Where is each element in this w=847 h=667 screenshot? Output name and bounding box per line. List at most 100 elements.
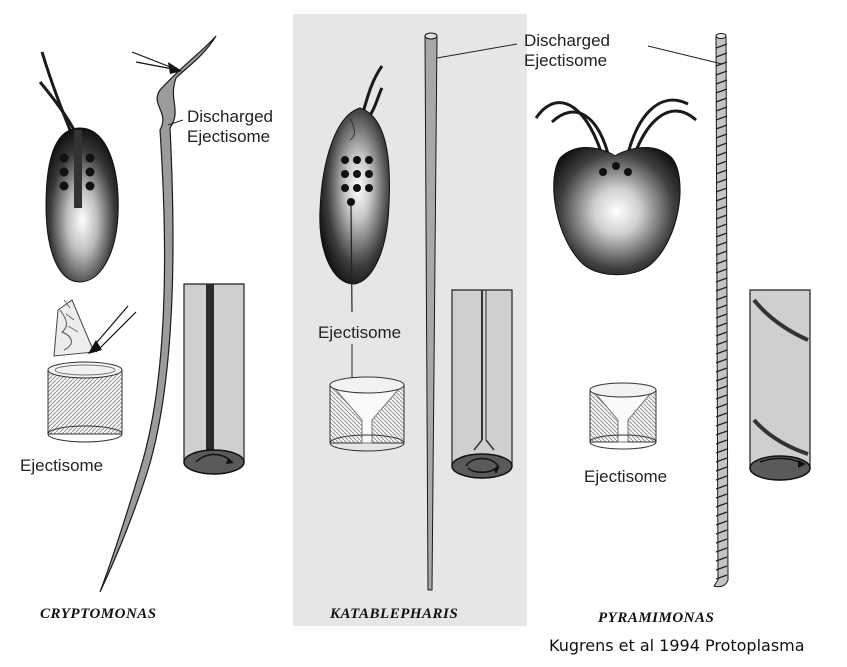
helix-stripe xyxy=(715,502,728,508)
helix-stripe xyxy=(715,520,728,526)
helix-stripe xyxy=(715,88,728,94)
helix-stripe xyxy=(715,160,728,166)
cryptomonas-genus-label: CRYPTOMONAS xyxy=(40,606,157,622)
helix-stripe xyxy=(715,511,728,517)
katablepharis-tube-detail xyxy=(451,289,513,479)
helix-stripe xyxy=(715,547,728,553)
helix-stripe xyxy=(715,79,728,85)
helix-stripe xyxy=(715,313,728,319)
helix-stripe xyxy=(715,241,728,247)
cryptomonas-tube-detail xyxy=(183,283,245,475)
pyramimonas-coiled-ejectisome xyxy=(589,382,657,450)
cryptomonas-cone-arrow-2 xyxy=(95,311,137,353)
helix-stripe xyxy=(715,97,728,103)
cryptomonas-cone-arrowhead xyxy=(88,340,102,354)
cryptomonas-ejectisome-dots xyxy=(59,153,95,191)
cryptomonas-cone-arrow-1 xyxy=(91,305,129,349)
cryptomonas-arrowhead xyxy=(168,62,182,74)
helix-stripe xyxy=(715,268,728,274)
helix-stripe xyxy=(715,466,728,472)
cryptomonas-cone-ejectisome xyxy=(53,299,95,357)
helix-stripe xyxy=(715,367,728,373)
helix-stripe xyxy=(715,430,728,436)
katablepharis-label-leader xyxy=(436,43,518,59)
cryptomonas-cell xyxy=(45,127,119,283)
helix-stripe xyxy=(715,394,728,400)
citation: Kugrens et al 1994 Protoplasma xyxy=(549,636,805,655)
helix-stripe xyxy=(715,277,728,283)
helix-stripe xyxy=(715,574,728,580)
helix-stripe xyxy=(715,304,728,310)
katablepharis-panel: Ejectisome KATABLEPHARIS xyxy=(318,32,518,622)
katablepharis-discharged-ejectisome xyxy=(424,32,438,591)
helix-stripe xyxy=(715,205,728,211)
helix-stripe xyxy=(715,187,728,193)
cryptomonas-label-leader xyxy=(167,119,184,126)
pyramimonas-ejectisome-label: Ejectisome xyxy=(584,467,667,486)
pyramimonas-panel: Ejectisome PYRAMIMONAS xyxy=(534,33,811,626)
helix-stripe xyxy=(715,250,728,256)
helix-stripe xyxy=(715,124,728,130)
pyramimonas-tube-detail xyxy=(749,289,811,481)
helix-stripe xyxy=(715,196,728,202)
helix-stripe xyxy=(715,232,728,238)
cryptomonas-flagellum-1 xyxy=(40,51,74,136)
helix-stripe xyxy=(715,133,728,139)
helix-stripe xyxy=(715,529,728,535)
helix-stripe xyxy=(715,295,728,301)
helix-stripe xyxy=(715,151,728,157)
cryptomonas-discharged-ejectisome xyxy=(99,35,217,593)
cryptomonas-coiled-ejectisome xyxy=(47,361,123,443)
katablepharis-ejectisome-dots xyxy=(341,156,373,206)
helix-stripe xyxy=(715,403,728,409)
helix-stripe xyxy=(715,70,728,76)
helix-stripe xyxy=(715,358,728,364)
cryptomonas-discharged-label-2: Ejectisome xyxy=(187,127,270,146)
helix-stripe xyxy=(715,475,728,481)
helix-stripe xyxy=(715,142,728,148)
pyramimonas-flagella xyxy=(534,98,698,163)
helix-stripe xyxy=(715,259,728,265)
helix-stripe xyxy=(715,457,728,463)
helix-stripe xyxy=(715,376,728,382)
helix-stripe xyxy=(715,349,728,355)
helix-stripe xyxy=(715,214,728,220)
helix-stripe xyxy=(715,331,728,337)
helix-stripe xyxy=(715,106,728,112)
katablepharis-genus-label: KATABLEPHARIS xyxy=(329,606,458,622)
helix-stripe xyxy=(715,115,728,121)
helix-stripe xyxy=(715,52,728,58)
helix-stripe xyxy=(715,484,728,490)
katablepharis-ejectisome-pointer xyxy=(350,205,353,313)
pyramimonas-label-leader xyxy=(647,45,723,65)
cryptomonas-ejectisome-label: Ejectisome xyxy=(20,456,103,475)
helix-stripe xyxy=(715,223,728,229)
katablepharis-coiled-ejectisome xyxy=(329,376,405,452)
helix-stripe xyxy=(715,322,728,328)
helix-stripe xyxy=(715,556,728,562)
pyramimonas-genus-label: PYRAMIMONAS xyxy=(598,610,714,626)
helix-stripe xyxy=(715,565,728,571)
katablepharis-discharged-label-1: Discharged xyxy=(524,31,610,50)
helix-stripe xyxy=(715,43,728,49)
cryptomonas-furrow xyxy=(74,130,82,208)
helix-stripe xyxy=(715,340,728,346)
pyramimonas-cell xyxy=(553,147,681,276)
helix-stripe xyxy=(715,439,728,445)
helix-stripe xyxy=(715,178,728,184)
helix-stripe xyxy=(715,412,728,418)
katablepharis-discharged-label-2: Ejectisome xyxy=(524,51,607,70)
katablepharis-ejectisome-label: Ejectisome xyxy=(318,323,401,342)
helix-stripe xyxy=(715,448,728,454)
helix-stripe xyxy=(715,286,728,292)
katablepharis-cell xyxy=(319,107,391,285)
helix-stripe xyxy=(715,538,728,544)
helix-stripe xyxy=(715,421,728,427)
helix-stripe xyxy=(715,169,728,175)
pyramimonas-ejectisome-dots xyxy=(599,162,632,176)
pyramimonas-discharged-ejectisome xyxy=(713,33,729,588)
helix-stripe xyxy=(715,385,728,391)
cryptomonas-panel: Discharged Ejectisome Ejectisome CRYPTOM xyxy=(20,35,273,622)
cryptomonas-discharged-label-1: Discharged xyxy=(187,107,273,126)
